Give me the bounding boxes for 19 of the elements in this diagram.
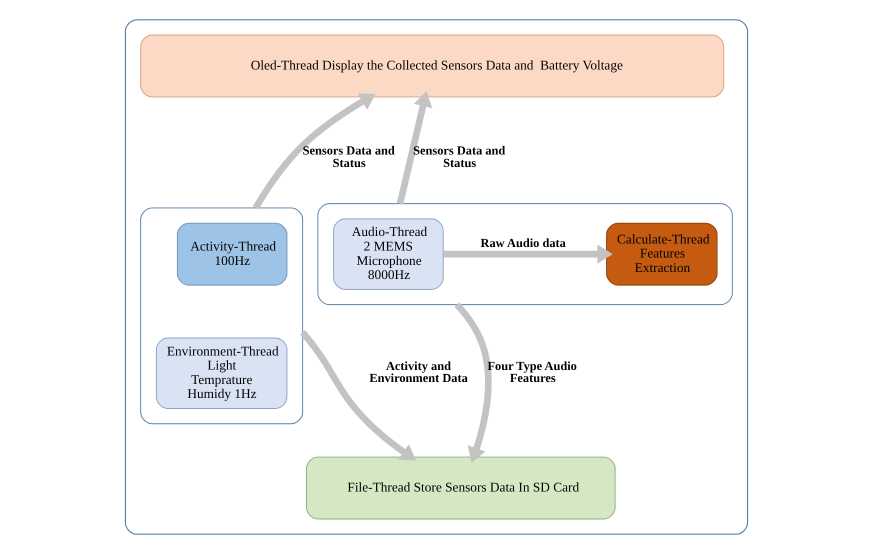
arrow xyxy=(252,93,376,210)
node-box: Activity-Thread 100Hz xyxy=(176,222,288,286)
edge-label: Sensors Data and Status xyxy=(413,143,506,170)
node-box: Calculate-Thread Features Extraction xyxy=(606,222,718,286)
edge-label: Raw Audio data xyxy=(480,236,566,250)
arrow xyxy=(300,330,416,461)
node-box: File-Thread Store Sensors Data In SD Card xyxy=(306,456,616,520)
cluster xyxy=(124,19,748,535)
arrow xyxy=(443,244,613,264)
edge-label: Sensors Data and Status xyxy=(302,143,395,170)
arrow xyxy=(454,302,492,463)
cluster xyxy=(140,207,304,424)
edge-label: Four Type Audio Features xyxy=(487,358,577,386)
node-box: Environment-Thread Light Temprature Humidy 1Hz xyxy=(156,338,288,409)
node-box: Oled-Thread Display the Collected Sensors Data and Battery Voltage xyxy=(140,34,724,98)
edge-label: Activity and Environment Data xyxy=(369,358,468,386)
arrow xyxy=(396,91,432,204)
node-box: Audio-Thread 2 MEMS Microphone 8000Hz xyxy=(333,218,444,290)
cluster xyxy=(317,203,733,306)
